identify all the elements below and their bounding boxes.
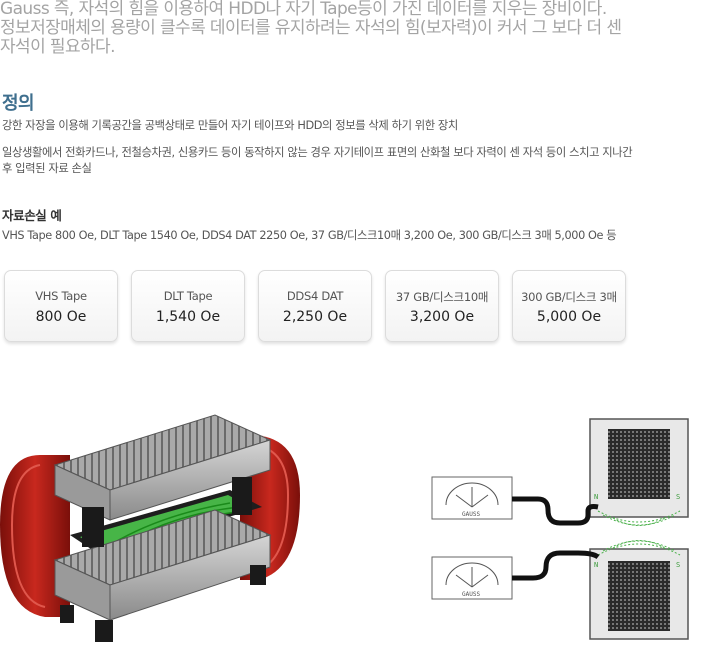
card-label: 37 GB/디스크10매 — [395, 290, 489, 304]
top-probe-cable — [512, 496, 599, 526]
card-value: 1,540 Oe — [155, 309, 221, 325]
intro-line-2: 정보저장매체의 용량이 클수록 데이터를 유지하려는 자석의 힘(보자력)이 커… — [0, 18, 622, 38]
card-37gb-disk: 37 GB/디스크10매 3,200 Oe — [385, 270, 499, 342]
examples-summary: VHS Tape 800 Oe, DLT Tape 1540 Oe, DDS4 … — [2, 229, 617, 242]
card-value: 5,000 Oe — [536, 309, 602, 325]
card-dds4-dat: DDS4 DAT 2,250 Oe — [258, 270, 372, 342]
card-vhs-tape: VHS Tape 800 Oe — [4, 270, 118, 342]
bottom-pole-n-label: N — [594, 561, 598, 569]
definition-paragraph-2-line-1: 일상생활에서 전화카드나, 전철승차권, 신용카드 등이 동작하지 않는 경우 … — [2, 146, 633, 159]
card-300gb-disk: 300 GB/디스크 3매 5,000 Oe — [512, 270, 626, 342]
top-meter-label: GAUSS — [462, 511, 480, 518]
magnetic-field-lines — [597, 510, 681, 556]
bottom-meter-label: GAUSS — [462, 591, 480, 598]
card-value: 2,250 Oe — [282, 309, 348, 325]
card-label: DDS4 DAT — [286, 289, 344, 303]
bottom-pole-s-label: S — [676, 561, 680, 569]
card-value: 3,200 Oe — [409, 309, 475, 325]
card-label: DLT Tape — [163, 289, 213, 303]
examples-heading: 자료손실 예 — [2, 208, 62, 223]
card-value: 800 Oe — [35, 309, 87, 325]
card-label: VHS Tape — [35, 289, 87, 303]
intro-text: Gauss 즉, 자석의 힘을 이용하여 HDD나 자기 Tape등이 가진 데… — [0, 0, 700, 57]
top-pole-n-label: N — [594, 493, 598, 501]
bottom-probe-cable — [512, 550, 600, 581]
definition-heading: 정의 — [2, 93, 35, 114]
intro-line-1: Gauss 즉, 자석의 힘을 이용하여 HDD나 자기 Tape등이 가진 데… — [0, 0, 607, 19]
bottom-magnet-core — [608, 561, 670, 631]
gauss-meter-diagram: N S N S GAUSS GAUSS — [431, 418, 689, 640]
card-dlt-tape: DLT Tape 1,540 Oe — [131, 270, 245, 342]
top-pole-s-label: S — [676, 493, 680, 501]
definition-paragraph-2-line-2: 후 입력된 자료 손실 — [2, 162, 92, 175]
card-label: 300 GB/디스크 3매 — [521, 290, 617, 304]
degausser-coil-illustration — [0, 414, 300, 642]
intro-line-3: 자석이 필요하다. — [0, 37, 115, 57]
top-magnet-core — [608, 429, 670, 499]
definition-paragraph-1: 강한 자장을 이용해 기록공간을 공백상태로 만들어 자기 테이프와 HDD의 … — [2, 119, 458, 132]
